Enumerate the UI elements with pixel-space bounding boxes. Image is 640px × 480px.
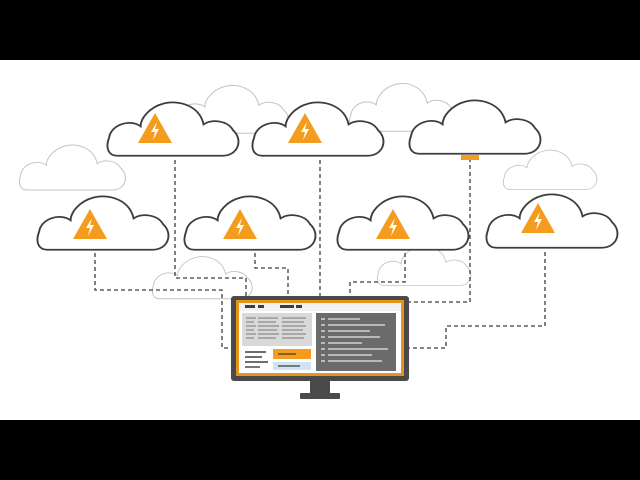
warning-triangle-lightning-icon bbox=[223, 209, 257, 239]
letterbox-top bbox=[0, 0, 640, 60]
cloud-middle-1 bbox=[36, 195, 170, 251]
lower-left-lines bbox=[245, 351, 268, 368]
cloud-outline bbox=[36, 195, 170, 251]
connector-line bbox=[349, 253, 406, 298]
toolbar-mark bbox=[245, 305, 255, 308]
cloud-network-diagram bbox=[18, 82, 619, 399]
cloud-middle-2 bbox=[183, 195, 317, 251]
monitor-neck bbox=[310, 381, 330, 393]
connector-line bbox=[94, 253, 232, 349]
computer-monitor-icon bbox=[231, 296, 409, 399]
cloud-middle-3 bbox=[336, 195, 470, 251]
diagram-canvas bbox=[0, 60, 640, 420]
cloud-top-middle bbox=[251, 101, 385, 157]
connector-line bbox=[408, 252, 546, 349]
cloud-top-left bbox=[106, 101, 240, 157]
screen-toolbar bbox=[239, 303, 401, 311]
cloud-outline bbox=[106, 101, 240, 157]
cloud-outline bbox=[251, 101, 385, 157]
cloud-top-right bbox=[408, 99, 542, 155]
code-lines bbox=[321, 318, 388, 362]
warning-triangle-lightning-icon bbox=[376, 209, 410, 239]
letterbox-bottom bbox=[0, 420, 640, 480]
connector-line bbox=[404, 158, 471, 303]
warning-triangle-lightning-icon bbox=[521, 203, 555, 233]
warning-icons bbox=[73, 113, 555, 239]
warning-triangle-lightning-icon bbox=[288, 113, 322, 143]
cloud-outline bbox=[485, 193, 619, 249]
cloud-outline bbox=[336, 195, 470, 251]
cloud-middle-4 bbox=[485, 193, 619, 249]
cloud-outline bbox=[183, 195, 317, 251]
faint-cloud bbox=[151, 256, 253, 300]
connector-line bbox=[254, 253, 289, 298]
screen-right-panel bbox=[316, 313, 396, 371]
faint-cloud bbox=[376, 245, 472, 286]
warning-triangle-lightning-icon bbox=[73, 209, 107, 239]
connector-port bbox=[461, 155, 479, 160]
warning-triangle-lightning-icon bbox=[138, 113, 172, 143]
faint-cloud bbox=[502, 149, 598, 190]
connector-line bbox=[174, 160, 247, 298]
toolbar-mark bbox=[296, 305, 302, 308]
toolbar-mark bbox=[258, 305, 264, 308]
cloud-outline bbox=[408, 99, 542, 155]
monitor-base bbox=[300, 393, 340, 399]
toolbar-mark bbox=[280, 305, 294, 308]
left-panel-lines bbox=[246, 317, 306, 339]
connectors bbox=[94, 158, 546, 349]
